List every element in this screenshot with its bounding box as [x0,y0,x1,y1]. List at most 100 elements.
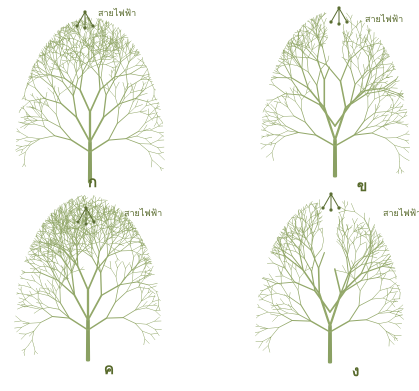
tree-branch [128,80,141,88]
tree-branch [317,85,320,105]
tree-branch [158,148,162,153]
tree-branch [389,95,395,96]
power-line-icon [75,10,94,29]
tree-branch [144,245,147,249]
tree-branch [25,305,28,307]
tree-branch [25,145,30,152]
tree-branch [344,235,345,244]
tree-branch [393,293,397,299]
tree-branch [384,70,390,74]
tree-branch [387,288,388,295]
tree-branch [24,109,26,112]
tree-branch [17,306,24,309]
tree-branch [20,132,28,137]
tree-branch [42,303,49,307]
tree-branch [117,258,118,261]
tree-branch [393,101,397,107]
tree-branch [259,307,268,312]
tree-branch [263,300,273,304]
tree-branch [399,167,400,171]
tree-branch [140,254,144,259]
tree-branch [268,293,277,295]
tree-branch [366,313,378,319]
tree-branch [373,58,377,67]
tree-branch [378,58,381,59]
tree-branch [16,146,22,150]
tree-b [261,12,410,176]
tree-branch [19,302,22,303]
tree-branch [261,144,267,145]
tree-branch [390,313,399,316]
tree-branch [34,351,35,354]
tree-branch [279,321,292,328]
tree-branch [390,286,393,292]
tree-branch [258,304,260,307]
tree-branch [141,67,147,68]
tree-branch [388,322,395,324]
tree-branch [141,297,148,301]
tree-branch [285,133,299,137]
tree-branch [106,80,114,95]
tree-branch [126,139,139,144]
panel-c: สายไฟฟ้า ค [14,195,162,378]
tree-branch [312,225,317,235]
tree-branch [150,126,158,130]
tree-branch [129,102,134,114]
tree-branch [117,235,124,238]
tree-branch [107,30,109,32]
tree-branch [387,311,394,312]
tree-branch [117,30,118,35]
tree-branch [259,341,263,348]
tree-branch [130,74,142,76]
tree-branch [362,82,363,89]
tree-branch [316,17,317,25]
tree-branch [371,47,372,51]
tree-branch [149,268,151,270]
tree-branch [358,84,364,89]
panel-d: สายไฟฟ้า ง [255,192,419,380]
tree-branch [397,113,403,117]
tree-branch [266,143,275,145]
tree-branch [278,304,284,305]
tree-branch [345,205,347,208]
tree-branch [343,31,344,35]
tree-branch [320,203,321,209]
tree-branch [65,50,71,51]
tree-branch [348,232,354,240]
tree-branch [368,263,372,270]
tree-branch [23,302,25,305]
tree-branch [341,60,350,81]
tree-branch [81,267,83,269]
tree-branch [397,134,406,138]
tree-branch [35,264,41,267]
tree-branch [98,200,104,201]
tree-a [16,17,165,182]
tree-branch [288,107,294,116]
tree-branch [372,298,383,299]
tree-branch [269,106,272,109]
tree-branch [372,133,386,138]
tree-branch [30,98,44,101]
tree-branch [146,302,152,308]
tree-branch [295,102,301,111]
tree-branch [92,68,101,78]
tree-branch [368,99,375,108]
tree-branch [95,44,99,48]
tree-branch [277,97,280,103]
tree-branch [35,65,38,67]
tree-branch [322,234,324,241]
tree-branch [50,67,55,69]
tree-branch [351,19,352,30]
tree-branch [14,321,21,322]
tree-branch [338,271,347,273]
tree-branch [69,54,75,60]
tree-branch [268,346,270,353]
tree-branch [340,242,347,254]
tree-branch [259,295,263,300]
tree-branch [144,270,146,279]
tree-branch [19,122,23,123]
tree-branch [23,294,30,295]
tree-branch [378,43,383,44]
tree-branch [317,57,321,70]
tree-branch [99,234,101,241]
